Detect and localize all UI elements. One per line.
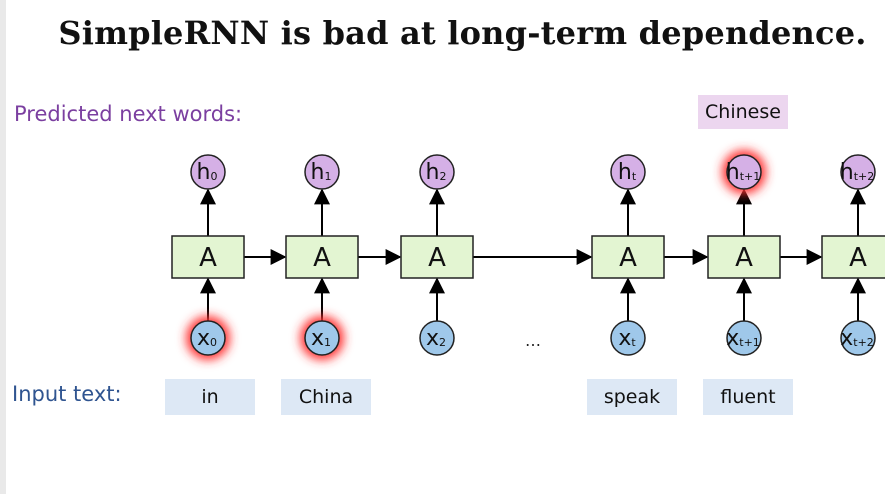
- hidden-state-label: h1: [311, 160, 332, 185]
- rnn-cell: [591, 235, 665, 279]
- rnn-cell-label: A: [619, 243, 637, 273]
- hidden-state-node: [840, 154, 876, 190]
- slide-title: SimpleRNN is bad at long-term dependence…: [58, 14, 867, 52]
- rnn-cell-label: A: [199, 243, 217, 273]
- rnn-cell: [285, 235, 359, 279]
- hidden-state-node: [610, 154, 646, 190]
- input-node-label: x0: [197, 326, 217, 351]
- connections-layer: [200, 188, 866, 321]
- input-node: [610, 320, 646, 356]
- hidden-state-label: ht+2: [840, 160, 874, 185]
- input-node-label: xt+1: [726, 326, 760, 351]
- input-node-label: xt+2: [840, 326, 874, 351]
- hidden-state-node: [726, 154, 762, 190]
- input-word-fluent: fluent: [703, 379, 793, 415]
- input-node-label: x1: [311, 326, 331, 351]
- rnn-cell: [400, 235, 474, 279]
- rnn-cell-label: A: [313, 243, 331, 273]
- input-node: [419, 320, 455, 356]
- input-node-label: xt: [618, 326, 636, 351]
- input-node: [190, 320, 226, 356]
- predicted-word-chinese: Chinese: [698, 95, 788, 129]
- rnn-cell-label: A: [428, 243, 446, 273]
- hidden-state-label: h2: [426, 160, 447, 185]
- hidden-state-node: [419, 154, 455, 190]
- input-node-label: x2: [426, 326, 446, 351]
- input-node: [304, 320, 340, 356]
- hidden-state-label: ht: [618, 160, 637, 185]
- rnn-cell-label: A: [849, 243, 867, 273]
- input-text-label: Input text:: [12, 382, 122, 406]
- rnn-cell: [171, 235, 245, 279]
- rnn-cell-label: A: [735, 243, 753, 273]
- input-word-speak: speak: [587, 379, 677, 415]
- hidden-state-node: [304, 154, 340, 190]
- nodes-layer: Ah0 x0 Ah1 x1 Ah2 x2 Aht xt Aht+1 xt+1 Aht+2 xt+2 …: [171, 150, 885, 360]
- predicted-words-label: Predicted next words:: [14, 102, 243, 126]
- input-node: [726, 320, 762, 356]
- input-word-china: China: [281, 379, 371, 415]
- rnn-cell: [821, 235, 885, 279]
- hidden-state-label: ht+1: [726, 160, 760, 185]
- left-edge-rule: [0, 0, 6, 494]
- input-node: [840, 320, 876, 356]
- hidden-state-label: h0: [197, 160, 218, 185]
- hidden-state-node: [190, 154, 226, 190]
- input-word-in: in: [165, 379, 255, 415]
- rnn-cell: [707, 235, 781, 279]
- sequence-ellipsis: …: [525, 331, 541, 350]
